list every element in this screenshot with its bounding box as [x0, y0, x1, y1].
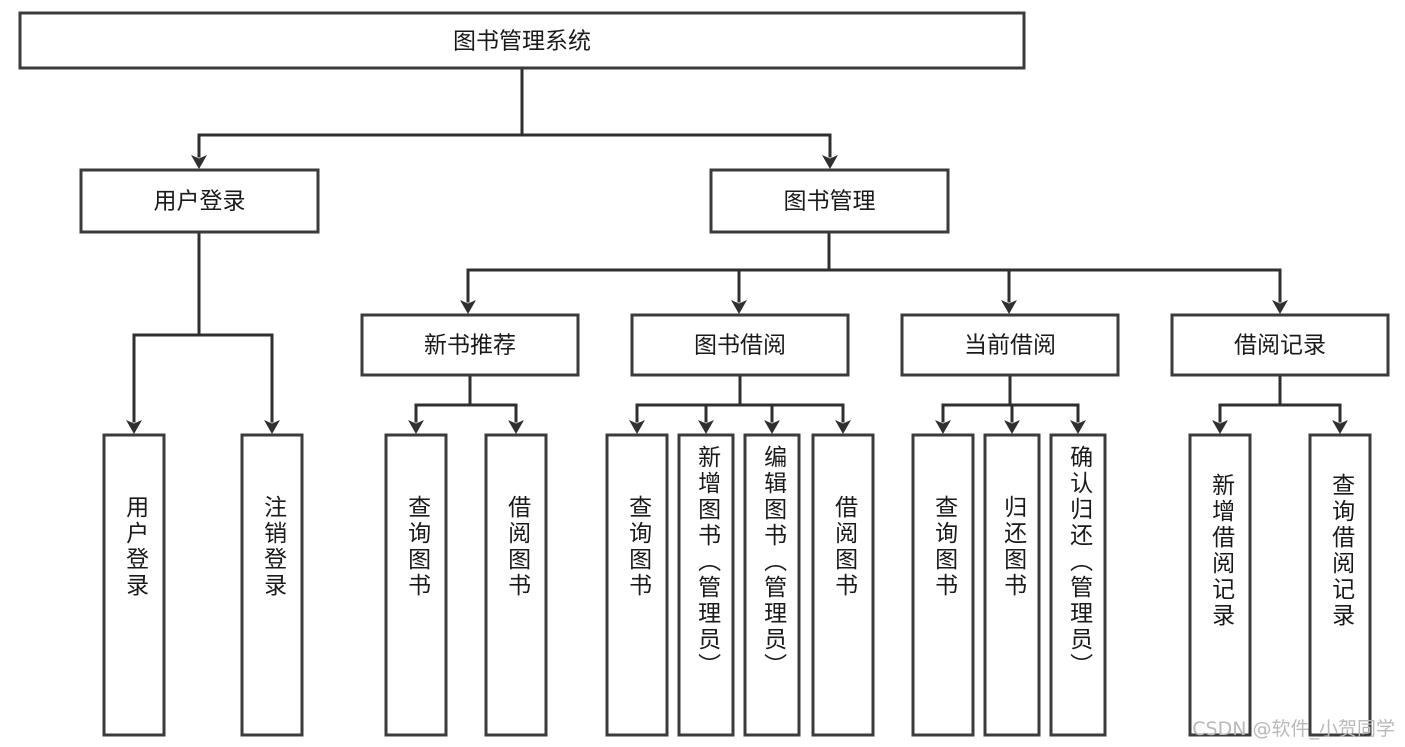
leaf-logout-login-box[interactable]: [240, 433, 304, 737]
connector-group-new-book-recommend: [408, 373, 524, 434]
leaf-borrow-book-recommend-box[interactable]: [484, 433, 548, 737]
node-current-borrow-label: 当前借阅: [964, 333, 1056, 359]
connector-group-book-borrow: [629, 373, 851, 434]
node-new-book-recommend-box: [360, 313, 580, 377]
leaf-add-borrow-record-box[interactable]: [1188, 433, 1252, 737]
leaf-add-book-admin-box[interactable]: [677, 433, 735, 737]
node-borrow-records-box: [1170, 313, 1390, 377]
node-root-box: [18, 11, 1026, 70]
leaf-user-login-box[interactable]: [102, 433, 166, 737]
node-borrow-records-label: 借阅记录: [1234, 333, 1326, 359]
leaf-query-book-borrow-box[interactable]: [605, 433, 669, 737]
node-user-login-box: [79, 168, 320, 234]
connector-group-current-borrow: [935, 373, 1086, 434]
node-book-borrow-label: 图书借阅: [694, 333, 786, 359]
node-root-label: 图书管理系统: [453, 29, 591, 55]
node-user-login-label: 用户登录: [154, 189, 246, 215]
node-user-login[interactable]: 用户登录: [79, 168, 320, 234]
leaf-query-borrow-record-box[interactable]: [1308, 433, 1372, 737]
node-new-book-recommend[interactable]: 新书推荐: [360, 313, 580, 377]
leaf-confirm-return-admin-box[interactable]: [1049, 433, 1107, 737]
node-book-management-label: 图书管理: [784, 189, 876, 215]
connector-group-borrow-records: [1212, 373, 1348, 434]
leaf-query-book-recommend-box[interactable]: [384, 433, 448, 737]
node-book-borrow[interactable]: 图书借阅: [630, 313, 850, 377]
node-current-borrow-box: [900, 313, 1120, 377]
node-new-book-recommend-label: 新书推荐: [424, 333, 516, 359]
leaf-query-book-current-box[interactable]: [911, 433, 975, 737]
node-book-management-box: [709, 168, 950, 234]
leaf-edit-book-admin-box[interactable]: [743, 433, 801, 737]
node-borrow-records[interactable]: 借阅记录: [1170, 313, 1390, 377]
connector-group-book-management: [460, 230, 1288, 314]
node-book-management[interactable]: 图书管理: [709, 168, 950, 234]
node-book-borrow-box: [630, 313, 850, 377]
node-root[interactable]: 图书管理系统: [18, 11, 1026, 70]
connector-group-user-login: [126, 230, 280, 434]
connector-group-root: [191, 66, 838, 169]
leaf-borrow-book-box[interactable]: [811, 433, 875, 737]
leaf-boxes: [102, 433, 1372, 737]
node-current-borrow[interactable]: 当前借阅: [900, 313, 1120, 377]
leaf-return-book-box[interactable]: [983, 433, 1041, 737]
